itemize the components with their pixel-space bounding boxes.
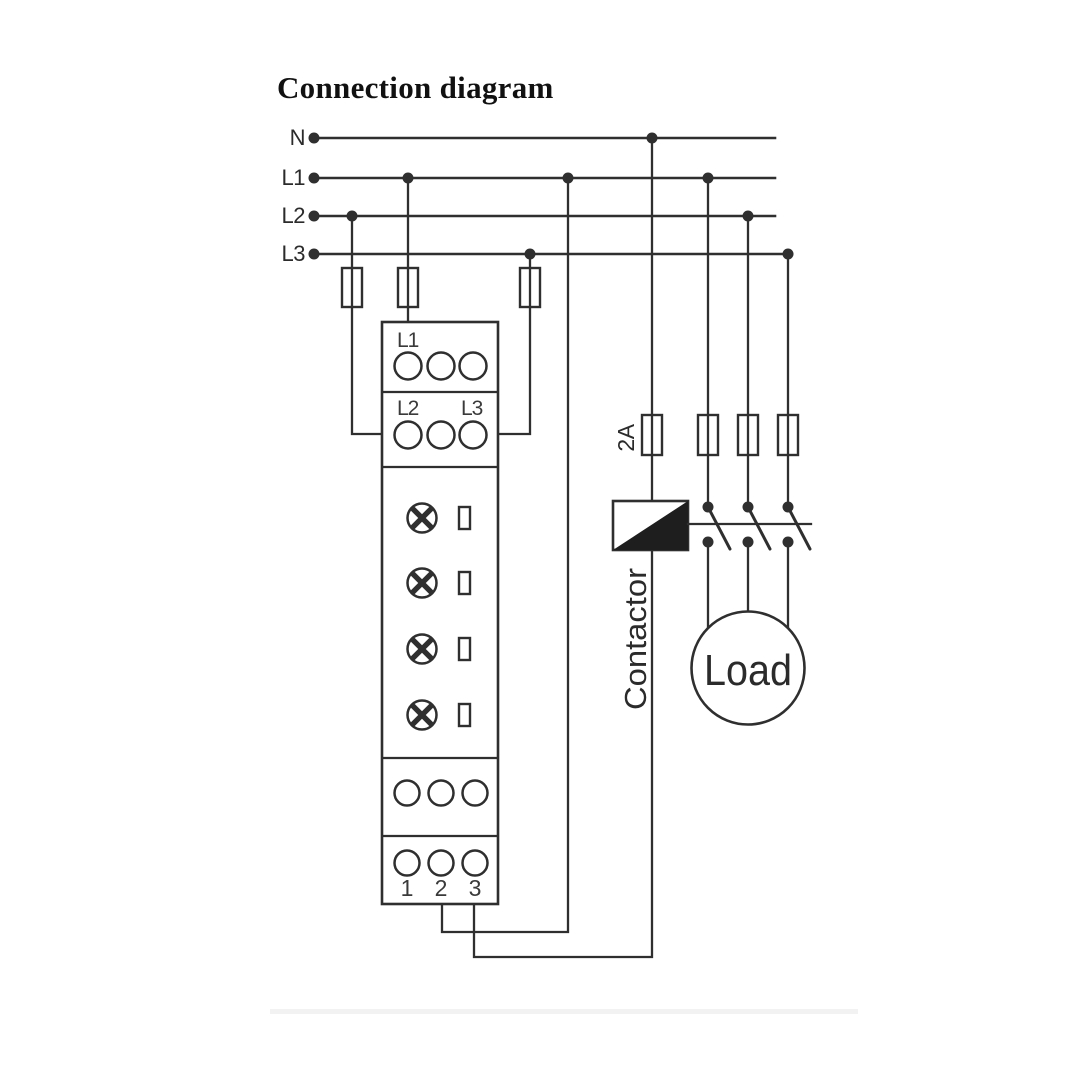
- fuse-icon: [518, 266, 542, 309]
- wire-l3-to-device: [495, 252, 532, 436]
- terminal-circle: [426, 420, 456, 450]
- led-window-icon: [457, 570, 472, 596]
- control-fuse-icon: [640, 413, 664, 457]
- switch-contact-dot: [702, 536, 714, 548]
- switch-blade: [786, 505, 812, 551]
- fuse-icon: [396, 266, 420, 309]
- indicator-lamp-icon: [406, 699, 438, 731]
- terminal-circle: [458, 351, 488, 381]
- terminal-circle: [427, 779, 455, 807]
- bus-label-l3: L3: [282, 241, 306, 266]
- supply-bus-lines: N L1 L2 L3: [282, 125, 794, 266]
- coil-triangle-fill: [613, 501, 688, 550]
- bus-label-n: N: [290, 125, 305, 150]
- line-fuses: 2A: [340, 266, 800, 457]
- bus-label-l2: L2: [282, 203, 306, 228]
- junction-dot: [308, 172, 320, 184]
- switch-contact-dot: [702, 501, 714, 513]
- bus-label-l1: L1: [282, 165, 306, 190]
- contactor-coil: Contactor: [611, 499, 690, 710]
- device-terminal-label-l2: L2: [397, 397, 419, 420]
- fuse-icon: [696, 413, 720, 457]
- wire-coil-to-terminal3: [472, 548, 654, 959]
- output-terminal-label-1: 1: [401, 875, 414, 901]
- switch-contact-dot: [782, 501, 794, 513]
- load-circle: [690, 610, 806, 726]
- wires: [350, 136, 790, 959]
- output-terminal-label-3: 3: [469, 875, 482, 901]
- terminal-circle: [461, 849, 489, 877]
- fuse-icon: [736, 413, 760, 457]
- terminal-circle: [393, 779, 421, 807]
- fuse-icon: [776, 413, 800, 457]
- device-terminal-label-l1: L1: [397, 329, 419, 352]
- junction-dot: [308, 210, 320, 222]
- terminal-circle: [427, 849, 455, 877]
- terminal-circle: [393, 351, 423, 381]
- terminal-circle: [458, 420, 488, 450]
- indicator-lamp-rows: [406, 502, 472, 731]
- device-terminal-label-l3: L3: [461, 397, 483, 420]
- bus-junction-dots: [346, 132, 794, 260]
- output-terminal-label-2: 2: [435, 875, 448, 901]
- switch-blade: [746, 505, 772, 551]
- switch-blade: [706, 505, 732, 551]
- load-label: Load: [704, 646, 792, 695]
- contactor-label: Contactor: [618, 568, 653, 710]
- indicator-lamp-icon: [406, 502, 438, 534]
- bus-start-dots: [308, 132, 320, 260]
- terminal-circle: [393, 420, 423, 450]
- led-window-icon: [457, 636, 472, 662]
- page-title: Connection diagram: [277, 70, 554, 105]
- led-window-icon: [457, 505, 472, 531]
- control-fuse-rating-label: 2A: [613, 423, 639, 451]
- contactor-switches: [686, 501, 813, 551]
- load-symbol: Load: [690, 610, 806, 726]
- terminal-circle: [393, 849, 421, 877]
- fuse-icon: [340, 266, 364, 309]
- terminal-circle: [426, 351, 456, 381]
- phase-monitor-device: L1 L2 L3: [380, 320, 500, 906]
- led-window-icon: [457, 702, 472, 728]
- switch-contact-dot: [782, 536, 794, 548]
- indicator-lamp-icon: [406, 567, 438, 599]
- switch-contact-dot: [742, 501, 754, 513]
- switch-contact-dot: [742, 536, 754, 548]
- wire-l1-to-terminal2: [440, 176, 570, 934]
- faint-artifact-line: [270, 1009, 858, 1014]
- device-outline: [380, 320, 500, 906]
- junction-dot: [308, 248, 320, 260]
- terminal-circle: [461, 779, 489, 807]
- wire-l2-to-device: [350, 214, 385, 436]
- indicator-lamp-icon: [406, 633, 438, 665]
- junction-dot: [308, 132, 320, 144]
